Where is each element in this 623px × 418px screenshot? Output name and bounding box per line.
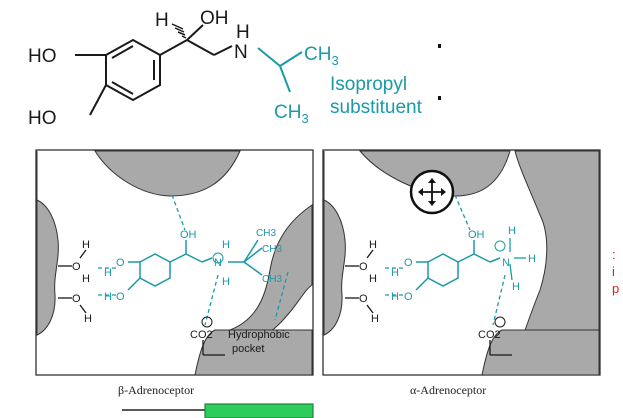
alpha-ring-o2: O xyxy=(404,291,413,303)
beta-left-pocket xyxy=(36,151,59,336)
alpha-adrenoceptor-panel: OH N H H H O H O H H O H O H CO2 α-Adren… xyxy=(322,149,601,397)
alpha-water-bonds xyxy=(345,249,512,356)
beta-hydrophobic-label: Hydrophobic xyxy=(228,329,290,341)
beta-pocket-label: pocket xyxy=(232,343,264,355)
beta-water-o2: O xyxy=(72,293,81,305)
alpha-ring-o1: O xyxy=(404,257,413,269)
beta-top-pocket xyxy=(94,150,241,197)
beta-ring-h1: H xyxy=(104,267,112,279)
stereo-hash-bond xyxy=(171,23,187,39)
beta-ring-h2: H xyxy=(104,291,112,303)
beta-ch3-b: CH3 xyxy=(262,244,282,255)
beta-adrenoceptor-panel: OH N H H CH3 CH3 CH3 O H O H H O H O H C… xyxy=(35,149,314,397)
ch3-lower-label: CH3 xyxy=(274,102,309,126)
benzene-ring xyxy=(105,38,161,102)
beta-water-h3: H xyxy=(84,313,92,325)
beta-ring-o1: O xyxy=(116,257,125,269)
beta-ch3-c: CH3 xyxy=(262,274,282,285)
bond-ho-bottom xyxy=(89,84,107,116)
alpha-minus-charge-icon xyxy=(494,316,506,328)
alpha-water-h2: H xyxy=(369,273,377,285)
alpha-right-pocket xyxy=(514,150,600,346)
ho-bottom-label: HO xyxy=(28,108,57,129)
substituent-label: substituent xyxy=(330,97,423,118)
alpha-ring-h2: H xyxy=(391,291,399,303)
oh-stereo-label: OH xyxy=(200,8,229,29)
beta-water-o1: O xyxy=(72,261,81,273)
alpha-nh-bonds xyxy=(509,238,526,281)
alpha-co2: CO2 xyxy=(478,329,501,341)
isopropyl-label: Isopropyl xyxy=(330,74,407,95)
n-label: N xyxy=(234,42,248,63)
alpha-water-h1: H xyxy=(369,239,377,251)
bond-c2-n xyxy=(213,45,233,56)
alpha-n-label: N xyxy=(502,257,510,269)
alpha-water-h3: H xyxy=(371,313,379,325)
bond-c1-oh xyxy=(186,24,204,41)
beta-oh-label: OH xyxy=(180,229,197,241)
green-arrow-shape xyxy=(204,403,314,418)
beta-minus-charge-icon xyxy=(201,316,213,328)
beta-plus-charge-icon xyxy=(212,252,224,264)
isopropyl-group xyxy=(257,47,303,93)
n-h-label: H xyxy=(236,22,250,43)
beta-water-h2: H xyxy=(82,273,90,285)
beta-water-h1: H xyxy=(82,239,90,251)
beta-co2: CO2 xyxy=(190,329,213,341)
ch3-upper-label: CH3 xyxy=(304,44,339,68)
alpha-water-o1: O xyxy=(359,261,368,273)
move-handle-icon[interactable] xyxy=(409,169,455,215)
bond-ring-c1 xyxy=(159,39,188,56)
beta-h-top: H xyxy=(222,239,230,251)
ring-double-bond xyxy=(111,81,134,95)
alpha-plus-charge-icon xyxy=(494,240,506,252)
beta-h-bottom: H xyxy=(222,276,230,288)
bond-c1-c2 xyxy=(186,39,215,56)
beta-water-bonds xyxy=(58,249,225,356)
alpha-left-pocket xyxy=(323,151,346,336)
adrenaline-isoprenaline-structure xyxy=(75,24,233,116)
ring-double-bond xyxy=(111,45,134,59)
alpha-ring-h1: H xyxy=(391,267,399,279)
alpha-hbonds xyxy=(385,194,506,326)
alpha-oh-label: OH xyxy=(468,229,485,241)
beta-bottom-pocket xyxy=(194,329,313,376)
beta-molecule xyxy=(127,239,263,291)
beta-ch3-a: CH3 xyxy=(256,228,276,239)
alpha-bottom-pocket xyxy=(481,329,600,376)
ho-top-label: HO xyxy=(28,46,57,67)
alpha-caption: α-Adrenoceptor xyxy=(410,383,486,397)
speck xyxy=(438,44,441,48)
alpha-water-o2: O xyxy=(359,293,368,305)
speck xyxy=(438,96,441,100)
beta-ring-o2: O xyxy=(116,291,125,303)
beta-caption: β-Adrenoceptor xyxy=(118,383,194,397)
alpha-h-bottom: H xyxy=(512,281,520,293)
alpha-h-right: H xyxy=(528,253,536,265)
alpha-h-top: H xyxy=(508,225,516,237)
alpha-molecule xyxy=(415,240,501,291)
h-stereo-label: H xyxy=(155,10,169,31)
